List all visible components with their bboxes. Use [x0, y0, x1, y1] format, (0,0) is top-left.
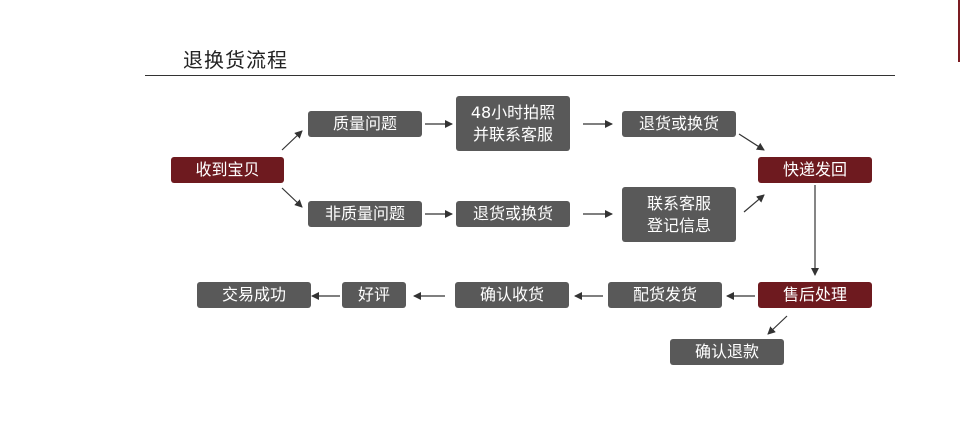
node-contact-register: 联系客服 登记信息	[622, 187, 736, 242]
arrow-receive-to-quality	[281, 130, 303, 151]
arrow-return-to-ship	[738, 133, 765, 151]
node-ship-back: 快递发回	[758, 157, 872, 183]
page-title: 退换货流程	[183, 48, 288, 72]
node-receive: 收到宝贝	[171, 157, 284, 183]
node-after-sales: 售后处理	[758, 282, 872, 308]
arrow-aftersales-to-refund	[767, 315, 788, 335]
node-return-exchange-top: 退货或换货	[622, 111, 736, 137]
arrow-contact-to-ship	[743, 194, 765, 213]
node-confirm-receipt: 确认收货	[455, 282, 569, 308]
node-restock-ship: 配货发货	[608, 282, 722, 308]
node-deal-done: 交易成功	[197, 282, 311, 308]
node-non-quality-issue: 非质量问题	[308, 201, 422, 227]
node-confirm-refund: 确认退款	[670, 339, 784, 365]
node-return-exchange-mid: 退货或换货	[456, 201, 570, 227]
node-good-review: 好评	[342, 282, 406, 308]
accent-bar	[958, 0, 960, 62]
title-divider	[145, 75, 895, 76]
arrow-receive-to-nonquality	[281, 187, 303, 208]
node-photo-contact: 48小时拍照 并联系客服	[456, 96, 570, 151]
node-quality-issue: 质量问题	[308, 111, 422, 137]
